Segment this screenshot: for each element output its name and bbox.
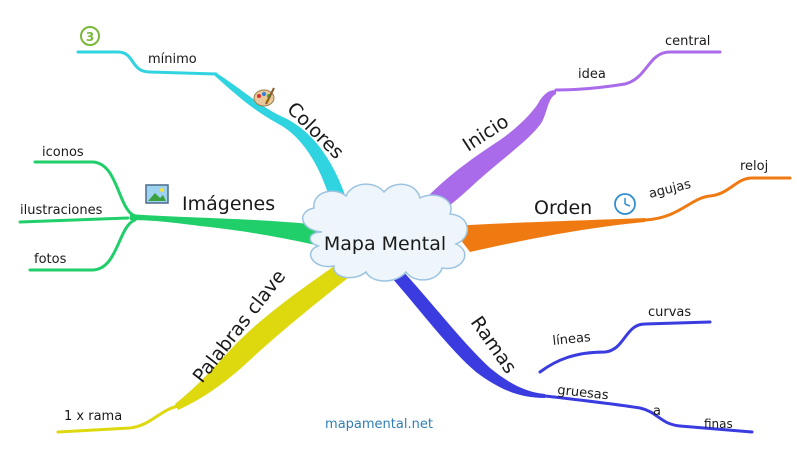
branch-imagenes-sub-ilustraciones: ilustraciones bbox=[20, 203, 103, 218]
branch-palabras: Palabras clave 1 x rama bbox=[56, 262, 358, 434]
branch-orden: Orden agujas reloj bbox=[450, 159, 792, 252]
branch-palabras-ribbon bbox=[175, 262, 358, 410]
branch-ramas-sub-finas: finas bbox=[704, 417, 733, 431]
branch-orden-sub-reloj: reloj bbox=[740, 159, 768, 174]
central-topic: Mapa Mental bbox=[302, 183, 468, 282]
branch-palabras-sub-1xrama: 1 x rama bbox=[64, 409, 122, 424]
branch-ramas: Ramas líneas curvas gruesas a finas bbox=[392, 268, 754, 434]
branch-colores-sub-line bbox=[76, 50, 218, 76]
branch-orden-label: Orden bbox=[534, 197, 592, 219]
branch-imagenes-sub-fotos: fotos bbox=[34, 252, 67, 267]
cloud-shape bbox=[302, 183, 468, 282]
picture-icon bbox=[145, 184, 169, 204]
branch-palabras-sub-line bbox=[56, 404, 180, 434]
branch-orden-sub-lines bbox=[643, 176, 792, 222]
branch-ramas-ribbon bbox=[392, 268, 545, 398]
branch-ramas-sub-gruesas: gruesas bbox=[557, 383, 610, 403]
priority-badge-text: 3 bbox=[86, 30, 94, 44]
branch-ramas-sub-lines bbox=[538, 320, 754, 434]
branch-imagenes-sub-lines bbox=[18, 160, 137, 272]
branch-ramas-sub-a: a bbox=[653, 404, 661, 419]
central-topic-label: Mapa Mental bbox=[324, 233, 446, 255]
branch-inicio-ribbon bbox=[408, 90, 556, 226]
priority-badge-icon: 3 bbox=[80, 26, 100, 46]
branch-ramas-sub-lineas: líneas bbox=[552, 330, 592, 349]
branch-inicio-sub-central: central bbox=[665, 34, 710, 49]
branch-orden-sub-agujas: agujas bbox=[647, 177, 692, 202]
branch-inicio-sub-idea: idea bbox=[578, 67, 606, 82]
branch-colores-sub-minimo: mínimo bbox=[148, 52, 197, 67]
branch-ramas-sub-curvas: curvas bbox=[648, 305, 691, 320]
branch-imagenes-label: Imágenes bbox=[182, 193, 275, 215]
branch-imagenes: Imágenes iconos ilustraciones fotos bbox=[18, 145, 345, 272]
branch-imagenes-sub-iconos: iconos bbox=[42, 145, 84, 160]
clock-icon bbox=[614, 193, 636, 215]
branch-inicio-sub-lines bbox=[554, 50, 722, 92]
palette-icon bbox=[253, 87, 275, 107]
branch-imagenes-ribbon bbox=[130, 214, 345, 248]
site-credit[interactable]: mapamental.net bbox=[325, 417, 433, 432]
branch-orden-ribbon bbox=[450, 218, 645, 252]
